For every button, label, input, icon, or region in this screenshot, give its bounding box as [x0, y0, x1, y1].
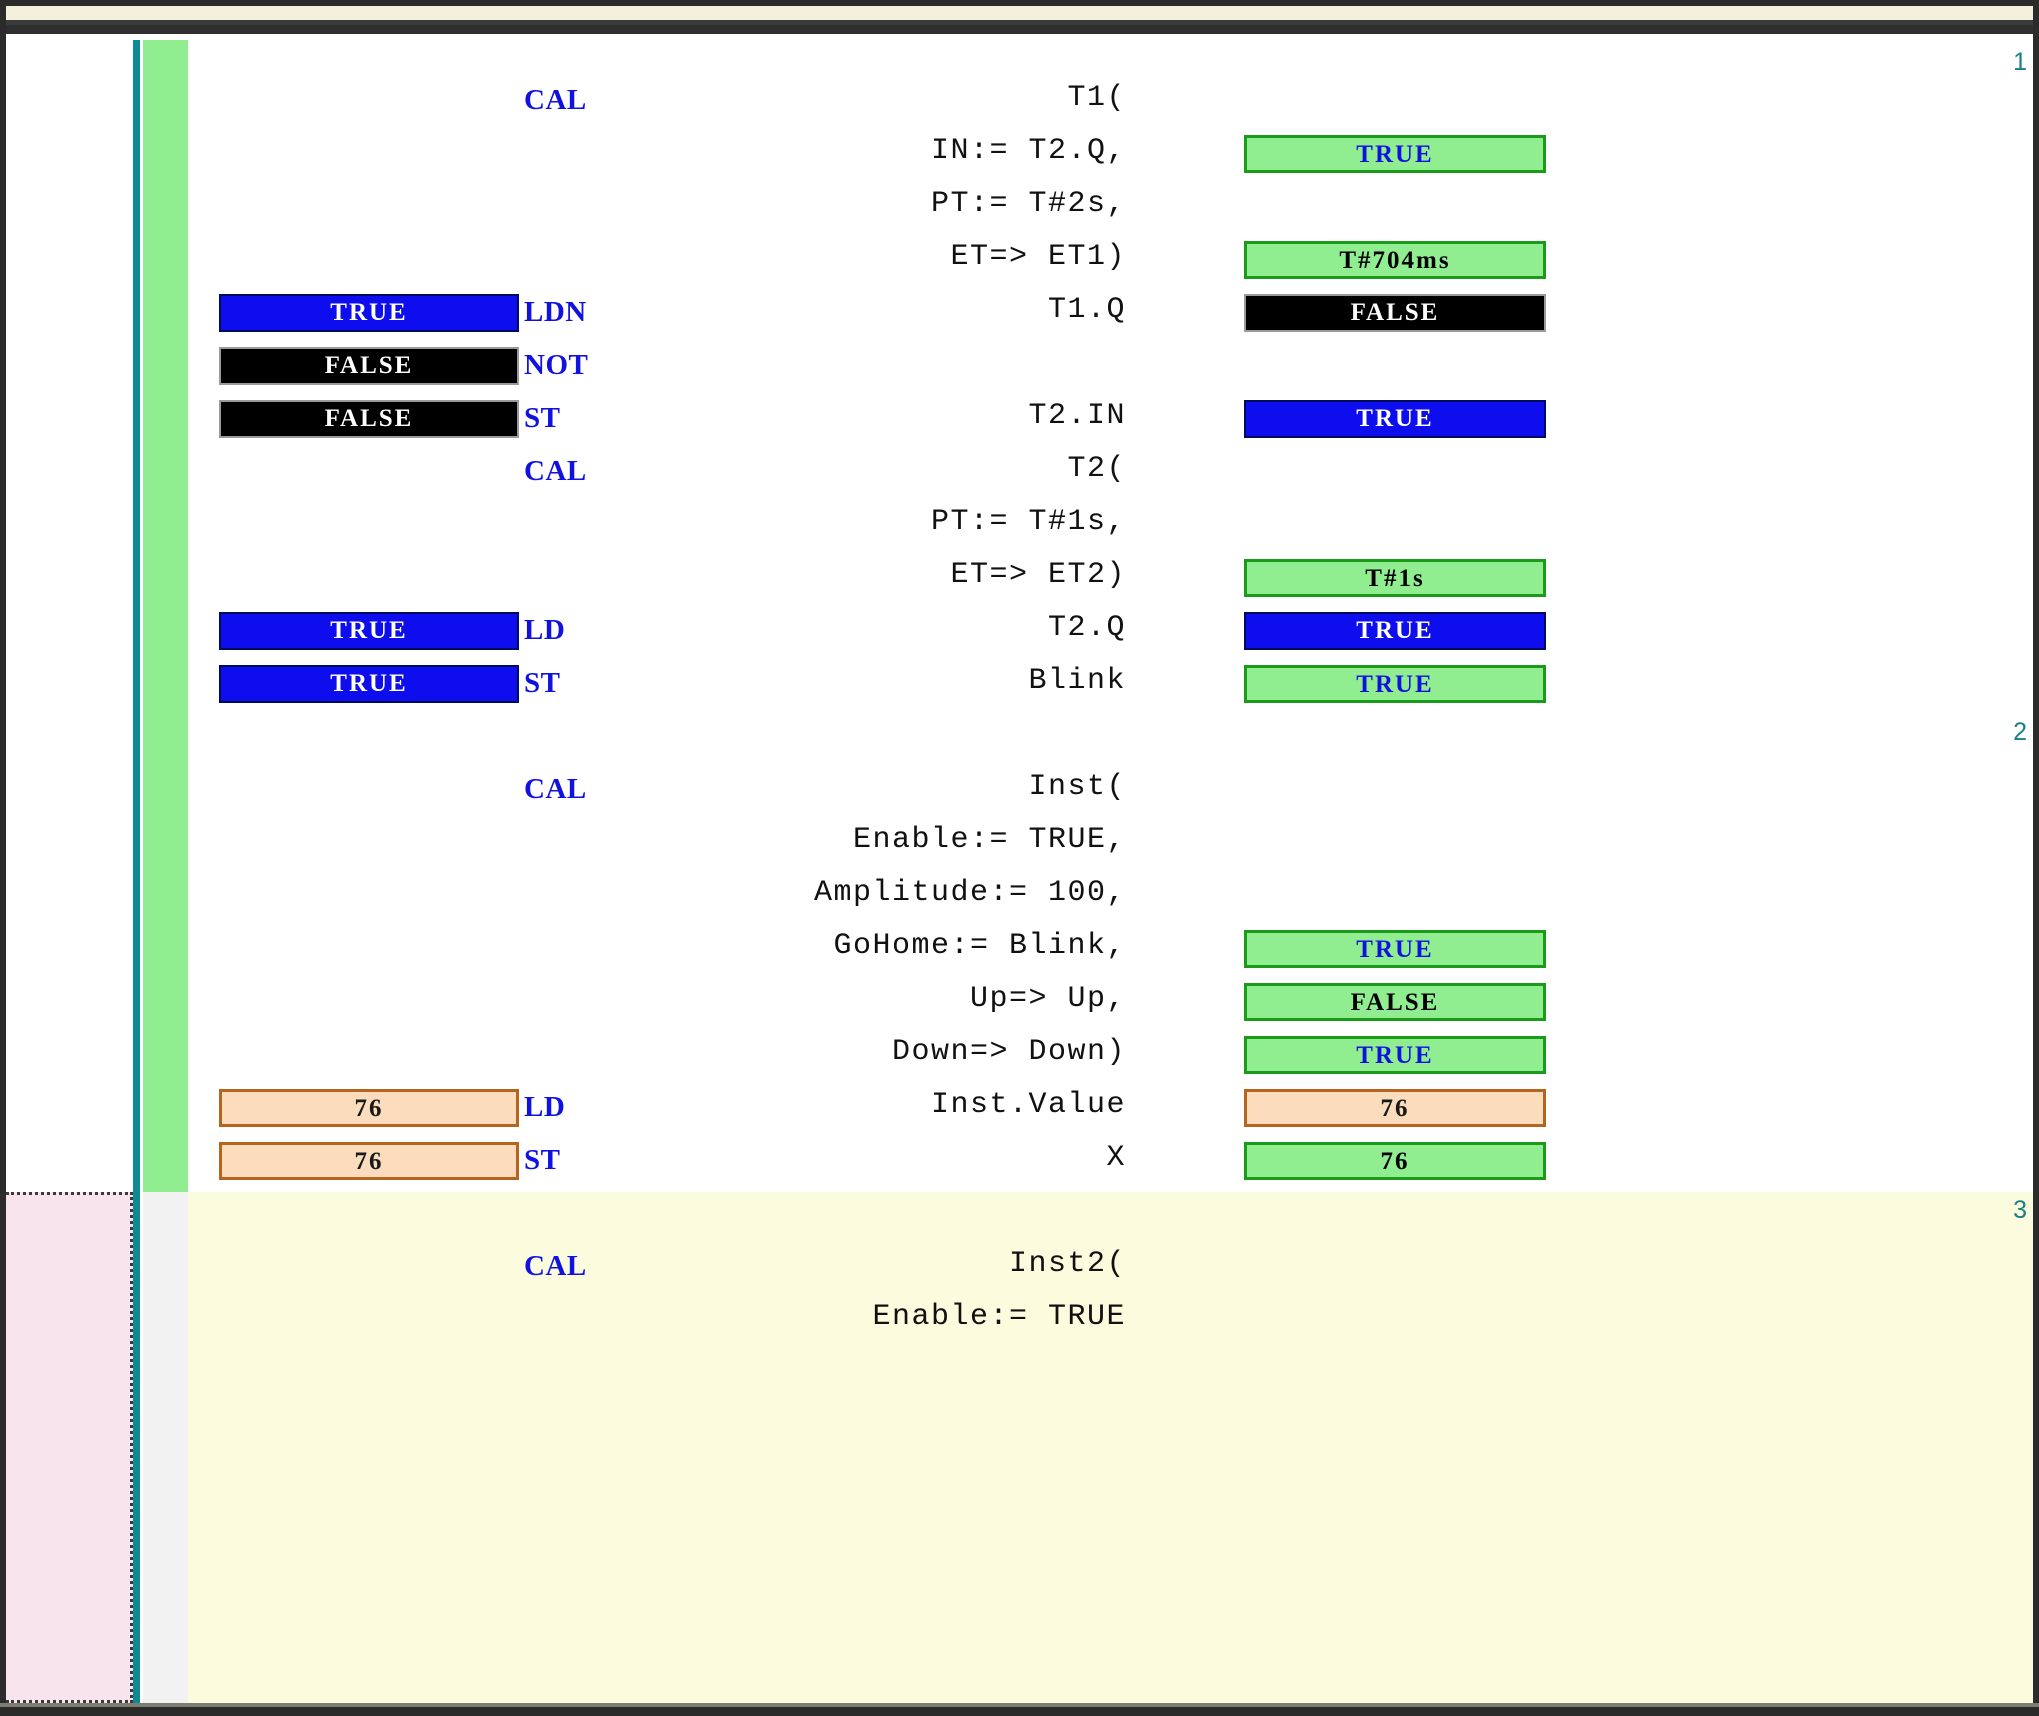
- line-number-gutter[interactable]: [6, 40, 133, 1192]
- instruction-mnemonic[interactable]: ST: [524, 1144, 561, 1176]
- output-value-box[interactable]: T#1s: [1244, 559, 1546, 597]
- window-border-divider2: [0, 25, 2039, 34]
- instruction-row[interactable]: CAL Inst(: [6, 767, 2033, 820]
- instruction-operand[interactable]: GoHome:= Blink,: [833, 929, 1126, 963]
- instruction-row[interactable]: ET=> ET1) T#704ms: [6, 237, 2033, 290]
- instruction-row[interactable]: CAL Inst2(: [6, 1244, 2033, 1297]
- output-value-box[interactable]: TRUE: [1244, 930, 1546, 968]
- instruction-operand[interactable]: X: [1106, 1141, 1126, 1175]
- output-value-box[interactable]: TRUE: [1244, 1036, 1546, 1074]
- instruction-row[interactable]: GoHome:= Blink, TRUE: [6, 926, 2033, 979]
- instruction-operand[interactable]: T1(: [1067, 81, 1126, 115]
- instruction-mnemonic[interactable]: NOT: [524, 349, 589, 381]
- instruction-operand[interactable]: Blink: [1028, 664, 1126, 698]
- instruction-operand[interactable]: T2.Q: [1047, 611, 1126, 645]
- code-pane-selected[interactable]: [188, 1192, 2033, 1703]
- instruction-row[interactable]: [6, 1191, 2033, 1244]
- network-rail-selected: [133, 1192, 140, 1703]
- instruction-row[interactable]: [6, 714, 2033, 767]
- instruction-row[interactable]: CAL T2(: [6, 449, 2033, 502]
- output-value-box[interactable]: TRUE: [1244, 135, 1546, 173]
- instruction-operand[interactable]: Down=> Down): [891, 1035, 1126, 1069]
- instruction-row[interactable]: PT:= T#1s,: [6, 502, 2033, 555]
- instruction-operand[interactable]: Amplitude:= 100,: [813, 876, 1126, 910]
- instruction-row[interactable]: Down=> Down) TRUE: [6, 1032, 2033, 1085]
- window-border-divider: [0, 20, 2039, 25]
- instruction-row[interactable]: PT:= T#2s,: [6, 184, 2033, 237]
- instruction-operand[interactable]: Inst2(: [1008, 1247, 1126, 1281]
- instruction-row[interactable]: Up=> Up, FALSE: [6, 979, 2033, 1032]
- instruction-operand[interactable]: Inst(: [1028, 770, 1126, 804]
- line-number-3: 3: [2013, 1196, 2027, 1224]
- instruction-operand[interactable]: Enable:= TRUE,: [852, 823, 1126, 857]
- window-border-bottom-shadow: [0, 1703, 2039, 1707]
- network-rail: [133, 40, 140, 1192]
- output-value-box[interactable]: 76: [1244, 1089, 1546, 1127]
- online-status-column-inactive: [143, 1192, 188, 1703]
- instruction-mnemonic[interactable]: LDN: [524, 296, 587, 328]
- window-border-top: [0, 0, 2039, 6]
- input-value-box[interactable]: TRUE: [219, 294, 519, 332]
- instruction-row[interactable]: IN:= T2.Q, TRUE: [6, 131, 2033, 184]
- instruction-mnemonic[interactable]: CAL: [524, 1250, 587, 1282]
- instruction-mnemonic[interactable]: ST: [524, 667, 561, 699]
- output-value-box[interactable]: TRUE: [1244, 665, 1546, 703]
- instruction-row[interactable]: CAL T1(: [6, 78, 2033, 131]
- instruction-operand[interactable]: PT:= T#1s,: [930, 505, 1126, 539]
- output-value-box[interactable]: 76: [1244, 1142, 1546, 1180]
- instruction-operand[interactable]: Inst.Value: [930, 1088, 1126, 1122]
- output-value-box[interactable]: FALSE: [1244, 983, 1546, 1021]
- selection-gutter-block[interactable]: [6, 1192, 133, 1703]
- output-value-box[interactable]: T#704ms: [1244, 241, 1546, 279]
- window-border-bottom: [0, 1707, 2039, 1716]
- instruction-row[interactable]: Enable:= TRUE: [6, 1297, 2033, 1350]
- instruction-operand[interactable]: Enable:= TRUE: [872, 1300, 1126, 1334]
- instruction-mnemonic[interactable]: CAL: [524, 455, 587, 487]
- instruction-operand[interactable]: T2.IN: [1028, 399, 1126, 433]
- window-border-right: [2033, 0, 2039, 1716]
- instruction-row[interactable]: Amplitude:= 100,: [6, 873, 2033, 926]
- instruction-mnemonic[interactable]: LD: [524, 614, 566, 646]
- instruction-mnemonic[interactable]: ST: [524, 402, 561, 434]
- online-status-column: [143, 40, 188, 1192]
- instruction-row[interactable]: ET=> ET2) T#1s: [6, 555, 2033, 608]
- line-number-2: 2: [2013, 718, 2027, 746]
- instruction-operand[interactable]: Up=> Up,: [969, 982, 1126, 1016]
- instruction-row[interactable]: Enable:= TRUE,: [6, 820, 2033, 873]
- instruction-mnemonic[interactable]: LD: [524, 1091, 566, 1123]
- output-value-box[interactable]: TRUE: [1244, 612, 1546, 650]
- window-border-left: [0, 0, 6, 1716]
- instruction-operand[interactable]: IN:= T2.Q,: [930, 134, 1126, 168]
- input-value-box[interactable]: FALSE: [219, 347, 519, 385]
- instruction-operand[interactable]: T1.Q: [1047, 293, 1126, 327]
- window-titlebar-band: [0, 6, 2039, 20]
- input-value-box[interactable]: 76: [219, 1089, 519, 1127]
- line-number-1: 1: [2013, 48, 2027, 76]
- instruction-operand[interactable]: PT:= T#2s,: [930, 187, 1126, 221]
- code-editor-surface[interactable]: 1 2 3 CAL T1( IN:= T2.Q, TRUE PT:= T#2s, ET=>…: [6, 40, 2033, 1703]
- input-value-box[interactable]: TRUE: [219, 665, 519, 703]
- input-value-box[interactable]: TRUE: [219, 612, 519, 650]
- instruction-mnemonic[interactable]: CAL: [524, 773, 587, 805]
- instruction-operand[interactable]: T2(: [1067, 452, 1126, 486]
- instruction-mnemonic[interactable]: CAL: [524, 84, 587, 116]
- instruction-operand[interactable]: ET=> ET1): [950, 240, 1126, 274]
- output-value-box[interactable]: TRUE: [1244, 400, 1546, 438]
- input-value-box[interactable]: FALSE: [219, 400, 519, 438]
- instruction-operand[interactable]: ET=> ET2): [950, 558, 1126, 592]
- input-value-box[interactable]: 76: [219, 1142, 519, 1180]
- output-value-box[interactable]: FALSE: [1244, 294, 1546, 332]
